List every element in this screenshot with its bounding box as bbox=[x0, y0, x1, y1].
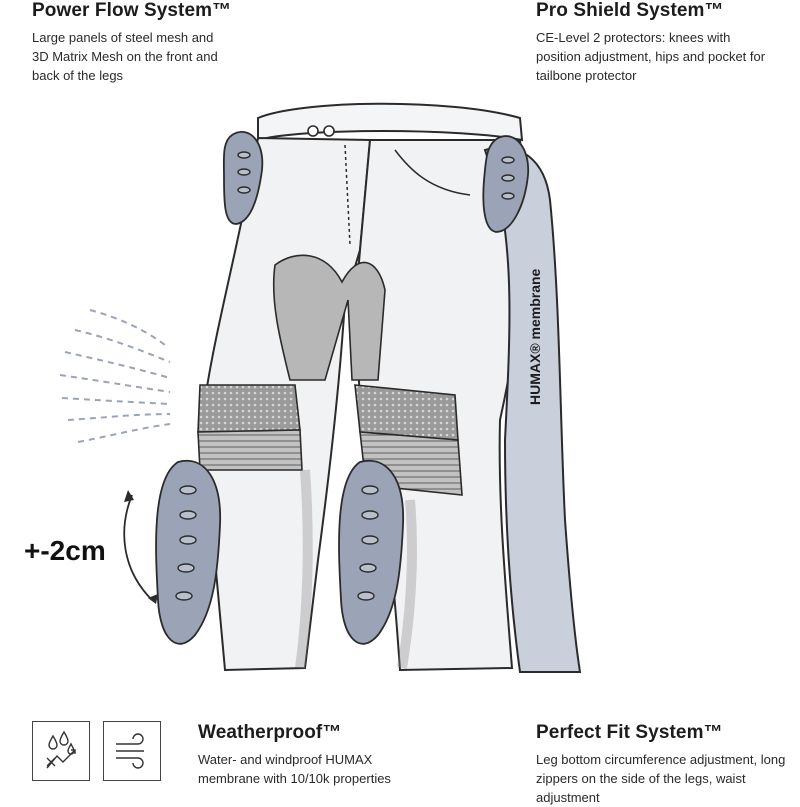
hip-protector-right bbox=[482, 135, 529, 233]
wind-icon bbox=[103, 721, 161, 781]
feature-pro-shield: Pro Shield System™ CE-Level 2 protectors… bbox=[536, 0, 796, 85]
knee-mesh-left bbox=[197, 384, 301, 433]
feature-title: Power Flow System™ bbox=[32, 0, 232, 21]
protector-ridges bbox=[175, 151, 515, 601]
feature-description: Leg bottom circumference adjustment, lon… bbox=[536, 752, 786, 805]
rib-panel-left bbox=[197, 429, 303, 471]
knee-protector-right bbox=[338, 459, 404, 645]
crotch-mesh-panel bbox=[272, 254, 386, 381]
feature-perfect-fit: Perfect Fit System™ Leg bottom circumfer… bbox=[536, 722, 796, 807]
membrane-label: HUMAX® membrane bbox=[527, 268, 543, 405]
humax-membrane-panel bbox=[483, 146, 582, 673]
water-drops-icon bbox=[32, 721, 90, 781]
adjustment-arrow bbox=[123, 494, 153, 601]
waist-button bbox=[307, 125, 319, 137]
feature-power-flow: Power Flow System™ Large panels of steel… bbox=[32, 0, 292, 85]
hip-protector-left bbox=[222, 131, 264, 225]
feature-title: Weatherproof™ bbox=[198, 722, 342, 743]
knee-protector-left bbox=[155, 459, 221, 645]
waist-button bbox=[323, 125, 335, 137]
feature-title: Perfect Fit System™ bbox=[536, 722, 723, 743]
feature-description: Large panels of steel mesh and 3D Matrix… bbox=[32, 30, 218, 83]
feature-description: CE-Level 2 protectors: knees with positi… bbox=[536, 30, 766, 83]
feature-weatherproof: Weatherproof™ Water- and windproof HUMAX… bbox=[198, 722, 458, 788]
knee-adjustment-label: +-2cm bbox=[24, 535, 106, 566]
airflow-lines bbox=[59, 309, 171, 443]
pocket-seam bbox=[394, 149, 471, 196]
knee-mesh-right bbox=[354, 384, 459, 441]
inner-seam-right bbox=[397, 499, 417, 669]
feature-description: Water- and windproof HUMAX membrane with… bbox=[198, 752, 391, 786]
fly-seam bbox=[344, 144, 351, 246]
inner-seam-left bbox=[295, 469, 313, 669]
waistband bbox=[257, 102, 524, 142]
feature-title: Pro Shield System™ bbox=[536, 0, 724, 21]
